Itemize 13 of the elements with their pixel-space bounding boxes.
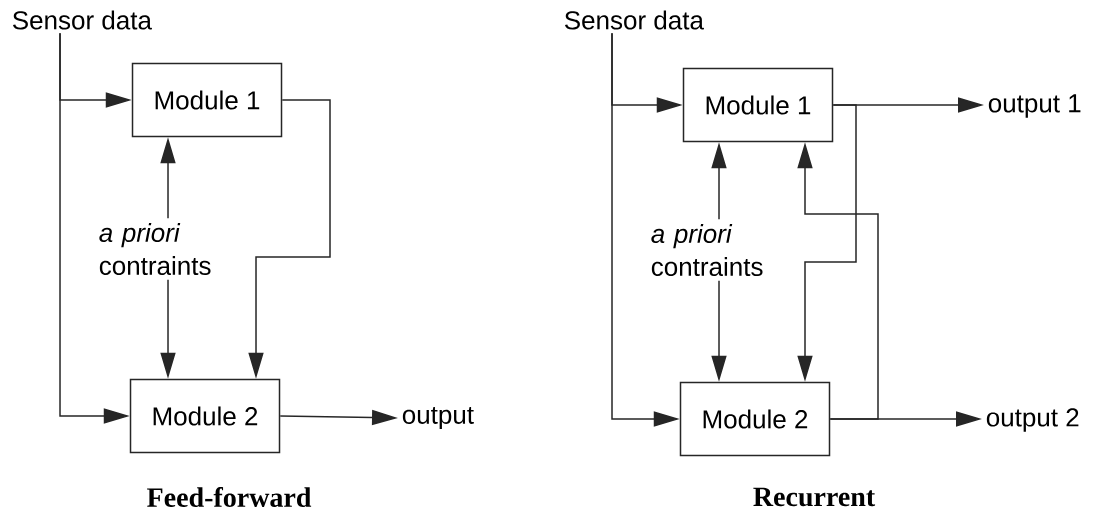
module-box: Module 2 [129, 378, 281, 454]
io-label: Sensor data [564, 10, 704, 30]
module-box: Module 2 [679, 381, 831, 457]
io-label: output 2 [986, 408, 1079, 432]
io-label: Sensor data [12, 10, 152, 30]
caption: Recurrent [753, 487, 876, 507]
io-label: output 1 [988, 94, 1081, 118]
module-box: Module 1 [682, 67, 834, 143]
constraint-label: a priori contraints [99, 222, 211, 276]
module-box: Module 1 [131, 62, 283, 138]
constraint-label: a priori contraints [651, 223, 763, 277]
io-label: output [402, 406, 474, 430]
caption: Feed-forward [147, 487, 312, 507]
